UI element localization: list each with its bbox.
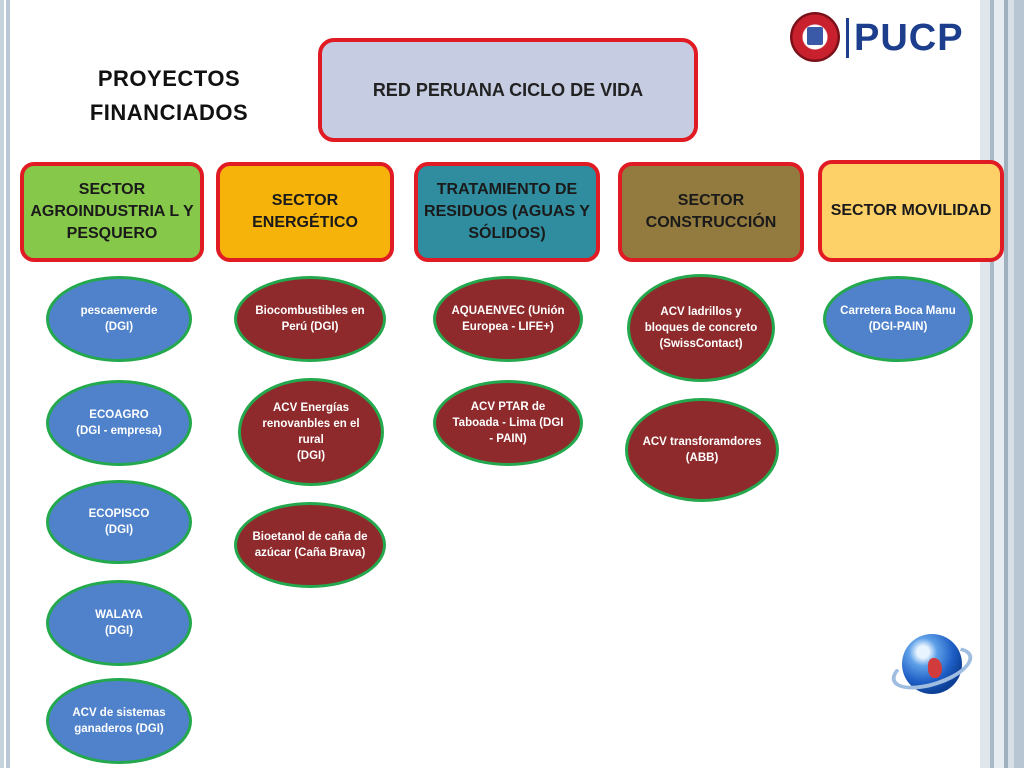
project-text: ECOPISCO	[88, 508, 150, 520]
title-line-2: FINANCIADOS	[89, 100, 249, 125]
project-text: Carretera Boca Manu (DGI-PAIN)	[840, 305, 956, 333]
project-oval: Bioetanol de caña de azúcar (Caña Brava)	[234, 502, 386, 588]
project-text: pescaenverde	[80, 305, 158, 317]
left-slide-border	[0, 0, 10, 768]
globe-sphere	[902, 634, 962, 694]
project-oval: ACV de sistemas ganaderos (DGI)	[46, 678, 192, 764]
project-oval: ACV ladrillos y bloques de concreto (Swi…	[627, 274, 775, 382]
pucp-logo: PUCP	[790, 12, 970, 64]
project-text: ECOAGRO	[89, 409, 149, 421]
project-oval: pescaenverde (DGI)	[46, 276, 192, 362]
sector-label: SECTOR CONSTRUCCIÓN	[645, 192, 777, 231]
right-slide-border	[980, 0, 1024, 768]
sector-movilidad: SECTOR MOVILIDAD	[818, 160, 1004, 262]
sector-label: TRATAMIENTO DE RESIDUOS (AGUAS Y SÓLIDOS…	[424, 181, 590, 242]
sector-construccion: SECTOR CONSTRUCCIÓN	[618, 162, 804, 262]
project-oval: Biocombustibles en Perú (DGI)	[234, 276, 386, 362]
project-oval: ACV transforamdores (ABB)	[625, 398, 779, 502]
sector-energetico: SECTOR ENERGÉTICO	[216, 162, 394, 262]
project-oval: ECOAGRO (DGI - empresa)	[46, 380, 192, 466]
project-text: ACV de sistemas ganaderos (DGI)	[72, 707, 166, 735]
pucp-seal-icon	[790, 12, 840, 62]
project-text: (DGI)	[296, 450, 326, 462]
project-oval: Carretera Boca Manu (DGI-PAIN)	[823, 276, 973, 362]
project-oval: WALAYA (DGI)	[46, 580, 192, 666]
project-oval: AQUAENVEC (Unión Europea - LIFE+)	[433, 276, 583, 362]
project-text: ACV Energías renovanbles en el rural	[262, 402, 360, 446]
globe-icon	[886, 632, 978, 702]
sector-tratamiento-residuos: TRATAMIENTO DE RESIDUOS (AGUAS Y SÓLIDOS…	[414, 162, 600, 262]
project-text: Bioetanol de caña de azúcar (Caña Brava)	[252, 531, 368, 559]
project-text: (DGI - empresa)	[76, 425, 162, 437]
logo-divider	[846, 18, 849, 58]
project-text: (DGI)	[104, 625, 134, 637]
project-text: (DGI)	[104, 524, 134, 536]
project-text: AQUAENVEC (Unión Europea - LIFE+)	[451, 305, 565, 333]
sector-label: SECTOR AGROINDUSTRIA L Y PESQUERO	[30, 181, 194, 242]
page-title: PROYECTOS FINANCIADOS	[58, 62, 280, 130]
project-text: (DGI)	[104, 321, 134, 333]
project-text: ACV transforamdores	[642, 436, 762, 448]
main-node-red-peruana: RED PERUANA CICLO DE VIDA	[318, 38, 698, 142]
main-node-label: RED PERUANA CICLO DE VIDA	[372, 79, 644, 100]
project-oval: ACV Energías renovanbles en el rural (DGI…	[238, 378, 384, 486]
title-line-1: PROYECTOS	[97, 66, 241, 91]
project-text: Biocombustibles en Perú (DGI)	[255, 305, 365, 333]
sector-agroindustrial: SECTOR AGROINDUSTRIA L Y PESQUERO	[20, 162, 204, 262]
project-text: WALAYA	[95, 609, 143, 621]
project-text: ACV PTAR de Taboada - Lima (DGI - PAIN)	[452, 401, 564, 445]
project-oval: ACV PTAR de Taboada - Lima (DGI - PAIN)	[433, 380, 583, 466]
logo-text: PUCP	[854, 17, 964, 59]
sector-label: SECTOR ENERGÉTICO	[252, 192, 358, 231]
project-oval: ECOPISCO (DGI)	[46, 480, 192, 564]
project-text: ACV ladrillos y bloques de concreto (Swi…	[644, 306, 758, 350]
project-text: (ABB)	[685, 452, 719, 464]
sector-label: SECTOR MOVILIDAD	[830, 202, 992, 219]
